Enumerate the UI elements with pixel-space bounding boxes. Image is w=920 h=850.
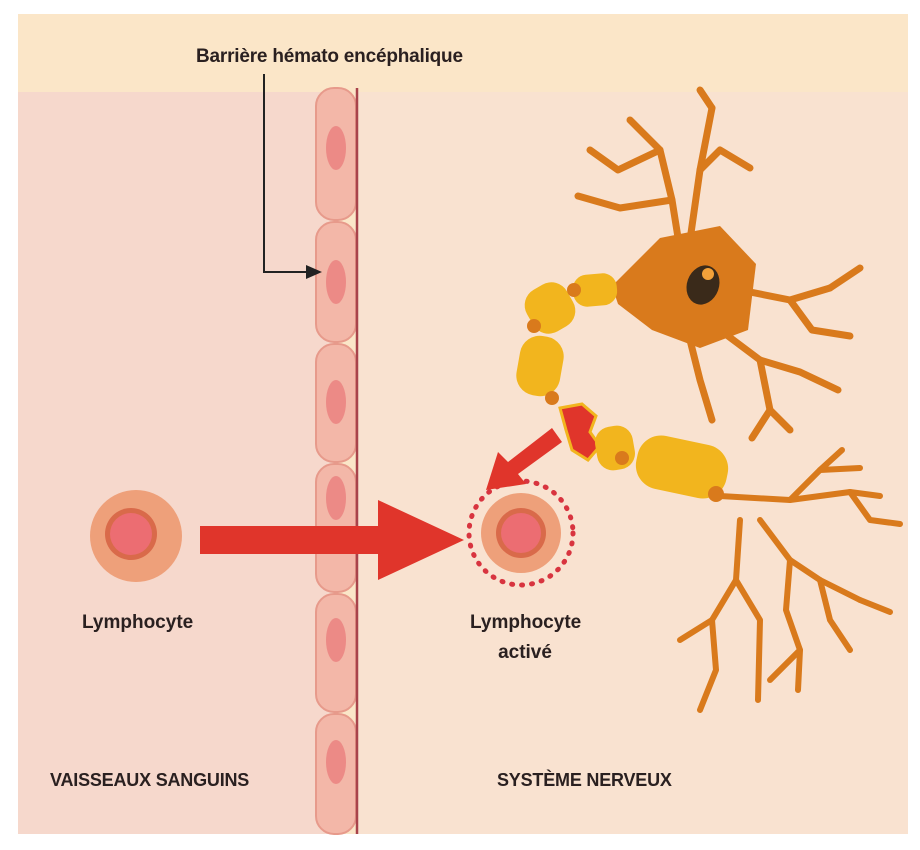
endothelial-nucleus xyxy=(326,380,346,424)
blood-vessels-zone-label: VAISSEAUX SANGUINS xyxy=(50,770,249,791)
endothelial-nucleus xyxy=(326,476,346,520)
neuron-soma xyxy=(612,226,756,348)
endothelial-nucleus xyxy=(326,740,346,784)
activated-lymphocyte-cell xyxy=(469,481,573,585)
barrier-label: Barrière hémato encéphalique xyxy=(196,46,463,68)
endothelial-nucleus xyxy=(326,260,346,304)
activated-lymphocyte-label-line1: Lymphocyte xyxy=(470,612,580,634)
endothelial-nucleus xyxy=(326,618,346,662)
lymphocyte-cell xyxy=(90,490,182,582)
endothelial-nucleus xyxy=(326,126,346,170)
barrier-cells xyxy=(316,88,357,834)
elbow-arrow-icon xyxy=(264,74,322,279)
nervous-system-zone-label: SYSTÈME NERVEUX xyxy=(497,770,672,791)
lymphocyte-label: Lymphocyte xyxy=(82,612,193,634)
activated-lymphocyte-label-line2: activé xyxy=(470,642,580,664)
